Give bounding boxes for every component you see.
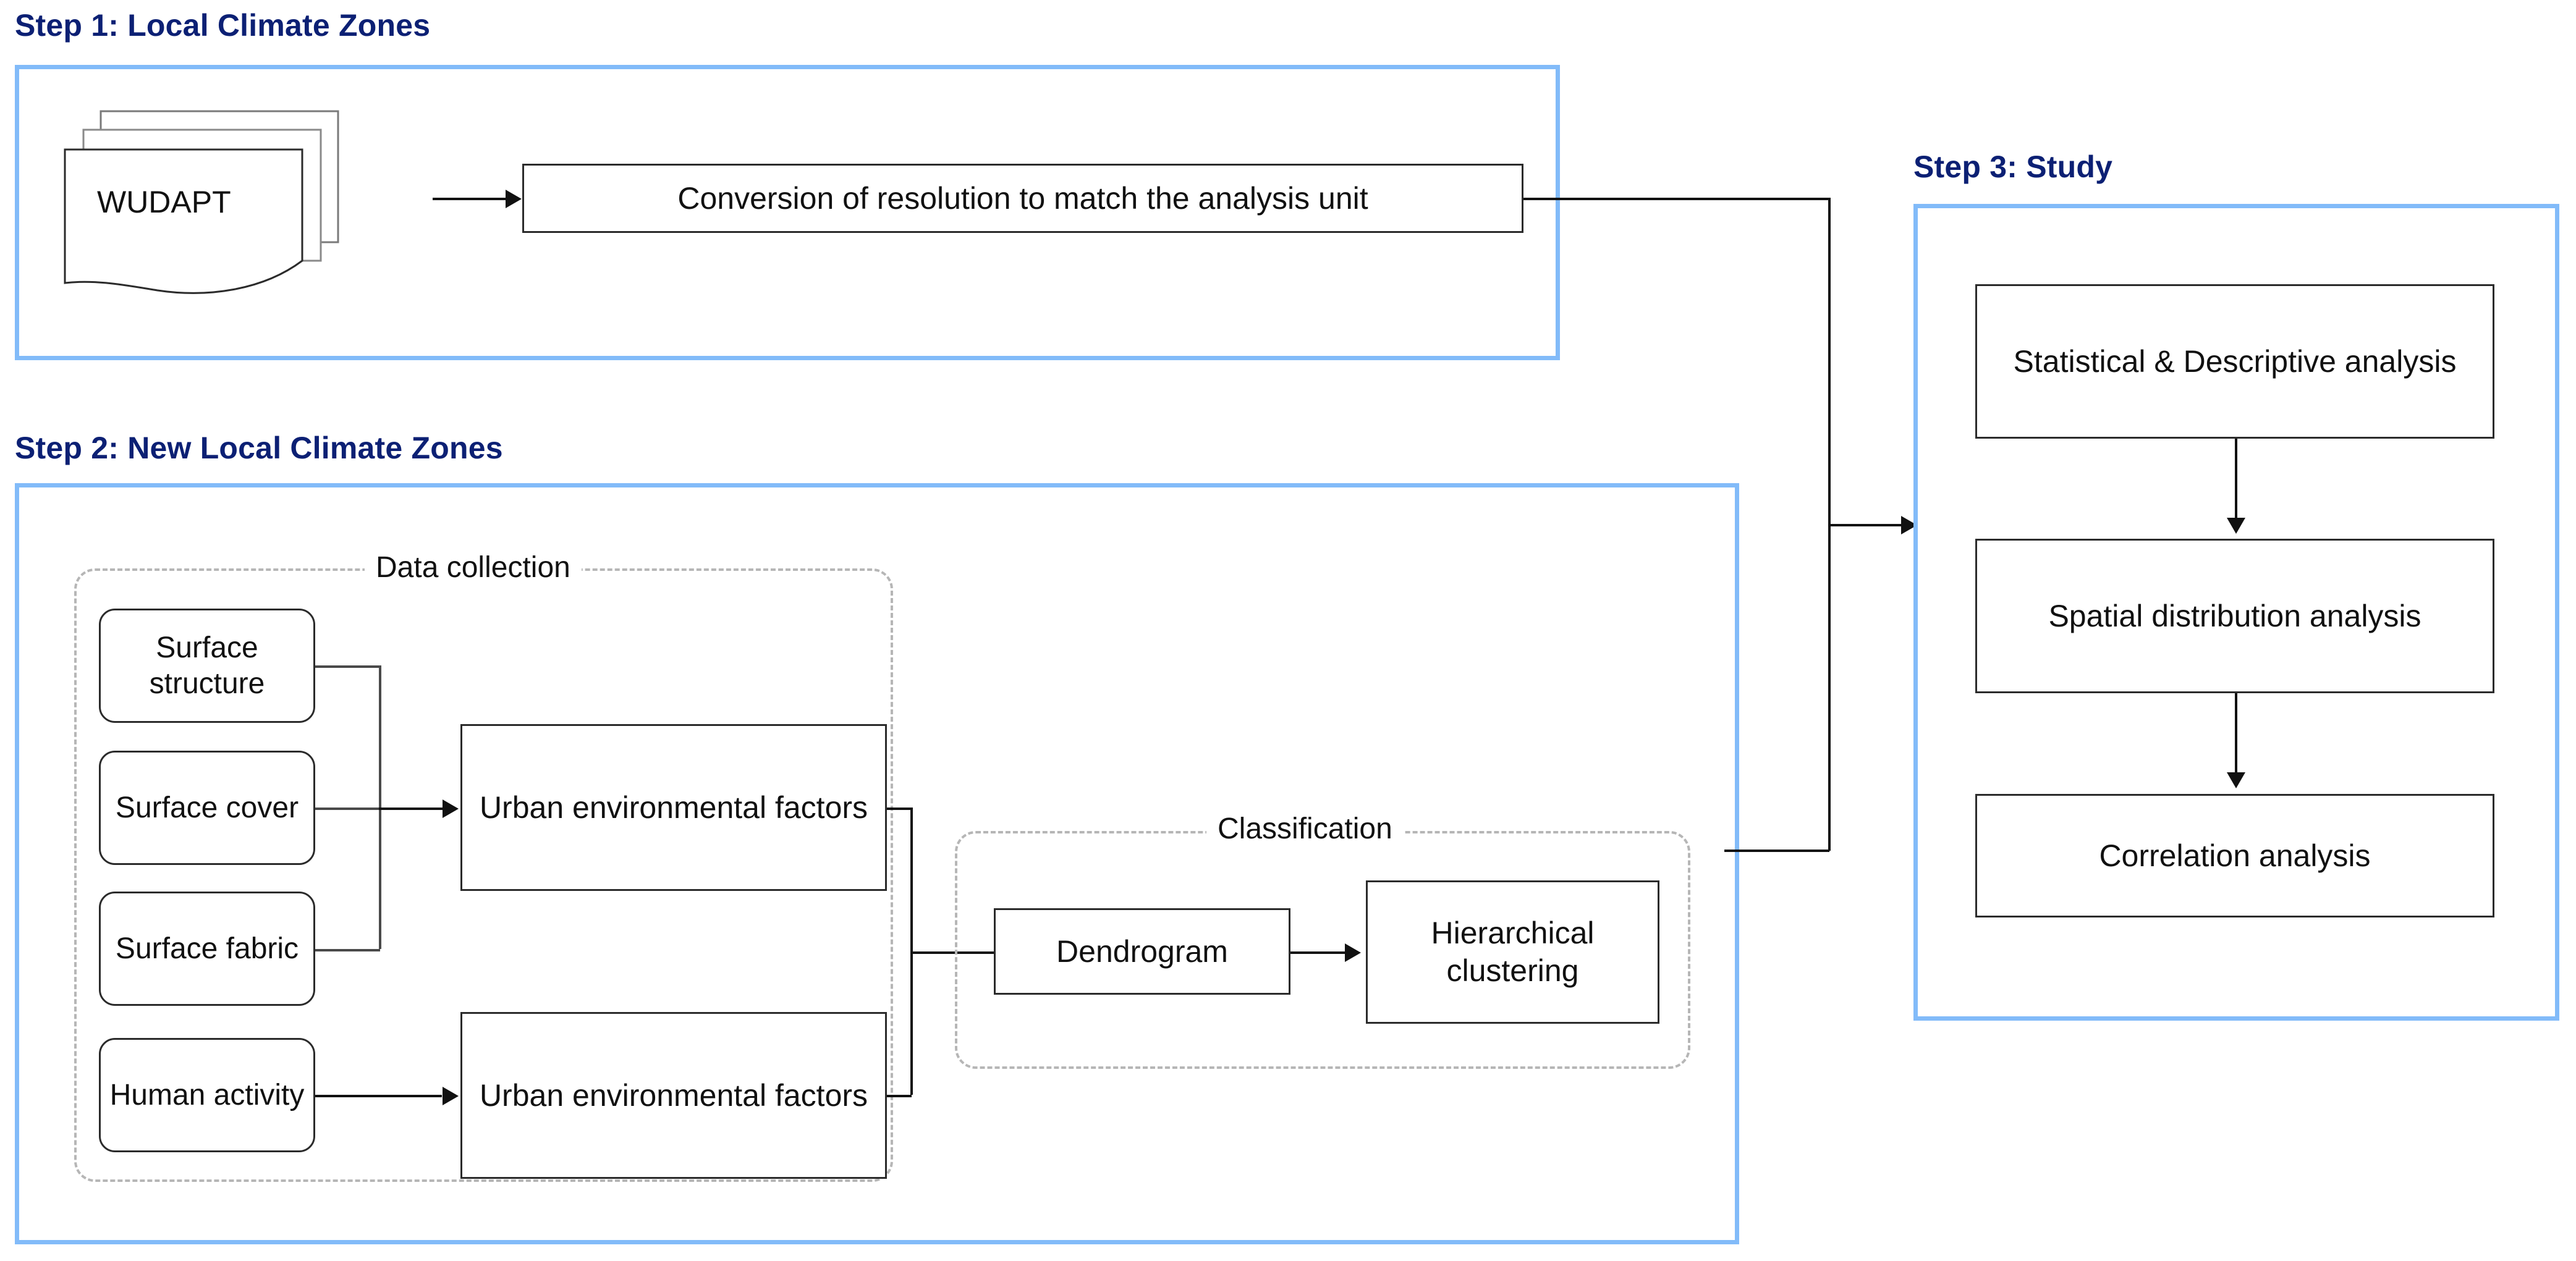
urban-factors-bottom-label: Urban environmental factors xyxy=(479,1078,868,1113)
step1-title: Step 1: Local Climate Zones xyxy=(15,8,431,43)
spatial-distribution-analysis-box: Spatial distribution analysis xyxy=(1975,539,2494,693)
connector-cover-stub xyxy=(315,808,380,810)
connector-dendrogram-to-clustering xyxy=(1290,951,1346,954)
connector-human-to-factors xyxy=(315,1095,442,1097)
input-surface-structure-label: Surface structure xyxy=(149,631,265,700)
connector-spatial-to-correlation xyxy=(2235,693,2237,774)
hierarchical-clustering-label: Hierarchical clustering xyxy=(1431,916,1595,988)
statistical-descriptive-analysis-label: Statistical & Descriptive analysis xyxy=(2013,344,2457,379)
arrowhead-spatial-to-correlation xyxy=(2227,772,2245,788)
arrowhead-statistical-to-spatial xyxy=(2227,518,2245,534)
input-human-activity: Human activity xyxy=(99,1038,315,1152)
connector-surface-to-factors xyxy=(379,808,444,810)
step3-title: Step 3: Study xyxy=(1913,150,2113,184)
connector-step1-to-bus xyxy=(1523,198,1829,200)
hierarchical-clustering-box: Hierarchical clustering xyxy=(1366,880,1659,1024)
input-surface-cover: Surface cover xyxy=(99,751,315,865)
wudapt-document-stack: WUDAPT xyxy=(59,105,405,297)
arrowhead-wudapt-to-conversion xyxy=(506,190,522,208)
connector-structure-stub xyxy=(315,665,380,668)
urban-factors-top-box: Urban environmental factors xyxy=(460,724,887,891)
dendrogram-box: Dendrogram xyxy=(994,908,1290,995)
conversion-box: Conversion of resolution to match the an… xyxy=(522,164,1523,233)
classification-label: Classification xyxy=(1206,814,1404,844)
wudapt-label: WUDAPT xyxy=(97,185,231,219)
connector-fabric-stub xyxy=(315,949,380,951)
connector-step2-to-bus xyxy=(1724,850,1829,852)
spatial-distribution-analysis-label: Spatial distribution analysis xyxy=(2048,598,2421,633)
correlation-analysis-box: Correlation analysis xyxy=(1975,794,2494,917)
connector-bus-to-step3 xyxy=(1828,524,1902,526)
urban-factors-bottom-box: Urban environmental factors xyxy=(460,1012,887,1179)
connector-factors-top-stub xyxy=(887,808,912,810)
connector-surface-bus xyxy=(379,665,381,949)
input-surface-cover-label: Surface cover xyxy=(115,791,299,824)
connector-factors-to-dendrogram xyxy=(910,951,1015,954)
input-surface-structure: Surface structure xyxy=(99,609,315,723)
input-surface-fabric-label: Surface fabric xyxy=(115,932,299,965)
data-collection-label: Data collection xyxy=(365,553,582,583)
input-surface-fabric: Surface fabric xyxy=(99,892,315,1006)
statistical-descriptive-analysis-box: Statistical & Descriptive analysis xyxy=(1975,284,2494,439)
connector-wudapt-to-conversion xyxy=(433,198,507,200)
dendrogram-label: Dendrogram xyxy=(1056,934,1228,969)
urban-factors-top-label: Urban environmental factors xyxy=(479,790,868,825)
arrowhead-human-to-factors xyxy=(443,1087,459,1105)
connector-factors-bus xyxy=(910,808,913,1095)
input-human-activity-label: Human activity xyxy=(109,1078,305,1111)
arrowhead-surface-to-factors xyxy=(443,799,459,818)
connector-statistical-to-spatial xyxy=(2235,439,2237,519)
step2-title: Step 2: New Local Climate Zones xyxy=(15,431,503,465)
arrowhead-dendrogram-to-clustering xyxy=(1345,943,1361,962)
connector-factors-bottom-stub xyxy=(887,1095,912,1097)
correlation-analysis-label: Correlation analysis xyxy=(2099,838,2371,873)
